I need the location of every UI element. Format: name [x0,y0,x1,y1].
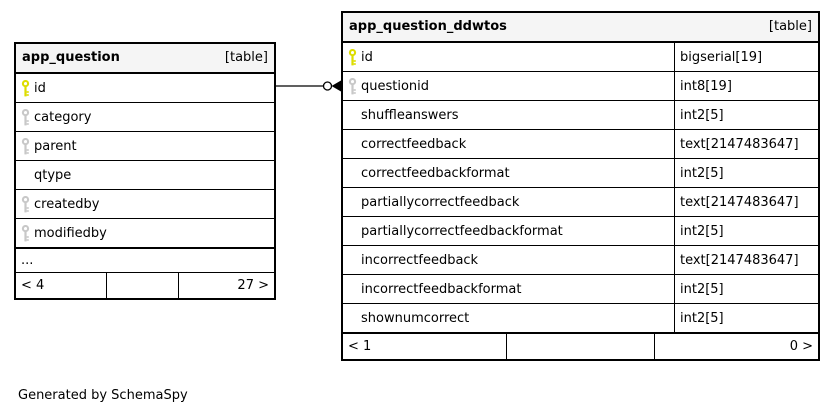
column-row-id[interactable]: id [16,74,274,103]
column-row-createdby[interactable]: createdby [16,190,274,219]
column-row-shuffleanswers[interactable]: shuffleanswers int2[5] [343,101,818,130]
primary-key-icon-slot [16,74,34,102]
column-row-correctfeedbackformat[interactable]: correctfeedbackformat int2[5] [343,159,818,188]
footer-middle-cell [106,273,178,298]
footer-children-stat: < 4 [21,278,45,293]
table-header: app_question [table] [16,44,274,74]
column-name: modifiedby [34,225,107,241]
primary-key-icon [21,79,29,96]
column-row-category[interactable]: category [16,103,274,132]
zero-cardinality-icon [322,81,333,91]
column-type: int2[5] [674,217,818,245]
table-type-badge: [table] [768,19,812,34]
foreign-key-icon-slot [16,132,34,160]
foreign-key-icon [348,77,356,94]
table-type-badge: [table] [224,50,268,65]
columns-overflow-indicator: ... [16,249,274,273]
column-row-partiallycorrectfeedback[interactable]: partiallycorrectfeedback text[2147483647] [343,188,818,217]
foreign-key-icon-slot [16,103,34,131]
empty-icon-slot [343,275,361,303]
column-name: questionid [361,78,430,94]
empty-icon-slot [16,161,34,189]
generated-by-text: Generated by SchemaSpy [18,388,188,403]
column-name: id [361,49,373,65]
empty-icon-slot [343,188,361,216]
footer-parents-stat: 0 > [654,334,818,359]
column-name: createdby [34,196,100,212]
foreign-key-icon-slot [16,219,34,247]
column-name: correctfeedbackformat [361,165,510,181]
footer-children-stat: < 1 [348,339,372,354]
empty-icon-slot [343,304,361,332]
column-name: incorrectfeedbackformat [361,281,522,297]
column-row-questionid[interactable]: questionid int8[19] [343,72,818,101]
table-header: app_question_ddwtos [table] [343,13,818,43]
column-type: bigserial[19] [674,43,818,71]
foreign-key-icon-slot [343,72,361,100]
column-row-qtype[interactable]: qtype [16,161,274,190]
empty-icon-slot [343,101,361,129]
relationship-connector [276,80,341,92]
column-type: int2[5] [674,275,818,303]
table-name: app_question [22,50,120,65]
column-row-correctfeedback[interactable]: correctfeedback text[2147483647] [343,130,818,159]
primary-key-icon-slot [343,43,361,71]
column-type: int8[19] [674,72,818,100]
column-name: id [34,80,46,96]
crowfoot-arrow-icon [331,80,341,92]
table-footer: < 4 27 > [16,273,274,298]
column-row-modifiedby[interactable]: modifiedby [16,219,274,249]
entity-table-app_question[interactable]: app_question [table] id category parent qty… [14,42,276,300]
foreign-key-icon [21,108,29,125]
column-row-incorrectfeedbackformat[interactable]: incorrectfeedbackformat int2[5] [343,275,818,304]
column-type: text[2147483647] [674,246,818,274]
foreign-key-icon [21,224,29,241]
primary-key-icon [348,48,356,65]
foreign-key-icon [21,195,29,212]
footer-middle-cell [506,334,654,359]
empty-icon-slot [343,246,361,274]
empty-icon-slot [343,159,361,187]
foreign-key-icon [21,137,29,154]
column-name: partiallycorrectfeedbackformat [361,223,563,239]
column-row-shownumcorrect[interactable]: shownumcorrect int2[5] [343,304,818,334]
column-type: text[2147483647] [674,188,818,216]
empty-icon-slot [343,130,361,158]
column-name: category [34,109,92,125]
footer-parents-stat: 27 > [178,273,274,298]
empty-icon-slot [343,217,361,245]
column-row-parent[interactable]: parent [16,132,274,161]
column-type: int2[5] [674,101,818,129]
column-type: int2[5] [674,159,818,187]
column-type: int2[5] [674,304,818,332]
column-type: text[2147483647] [674,130,818,158]
column-name: partiallycorrectfeedback [361,194,520,210]
column-name: correctfeedback [361,136,467,152]
column-name: parent [34,138,77,154]
column-name: incorrectfeedback [361,252,479,268]
column-row-partiallycorrectfeedbackformat[interactable]: partiallycorrectfeedbackformat int2[5] [343,217,818,246]
column-name: qtype [34,167,72,183]
column-row-id[interactable]: id bigserial[19] [343,43,818,72]
foreign-key-icon-slot [16,190,34,218]
column-name: shownumcorrect [361,310,470,326]
table-footer: < 1 0 > [343,334,818,359]
entity-table-app_question_ddwtos[interactable]: app_question_ddwtos [table] id bigserial[… [341,11,820,361]
column-row-incorrectfeedback[interactable]: incorrectfeedback text[2147483647] [343,246,818,275]
column-name: shuffleanswers [361,107,459,123]
table-name: app_question_ddwtos [349,19,507,34]
